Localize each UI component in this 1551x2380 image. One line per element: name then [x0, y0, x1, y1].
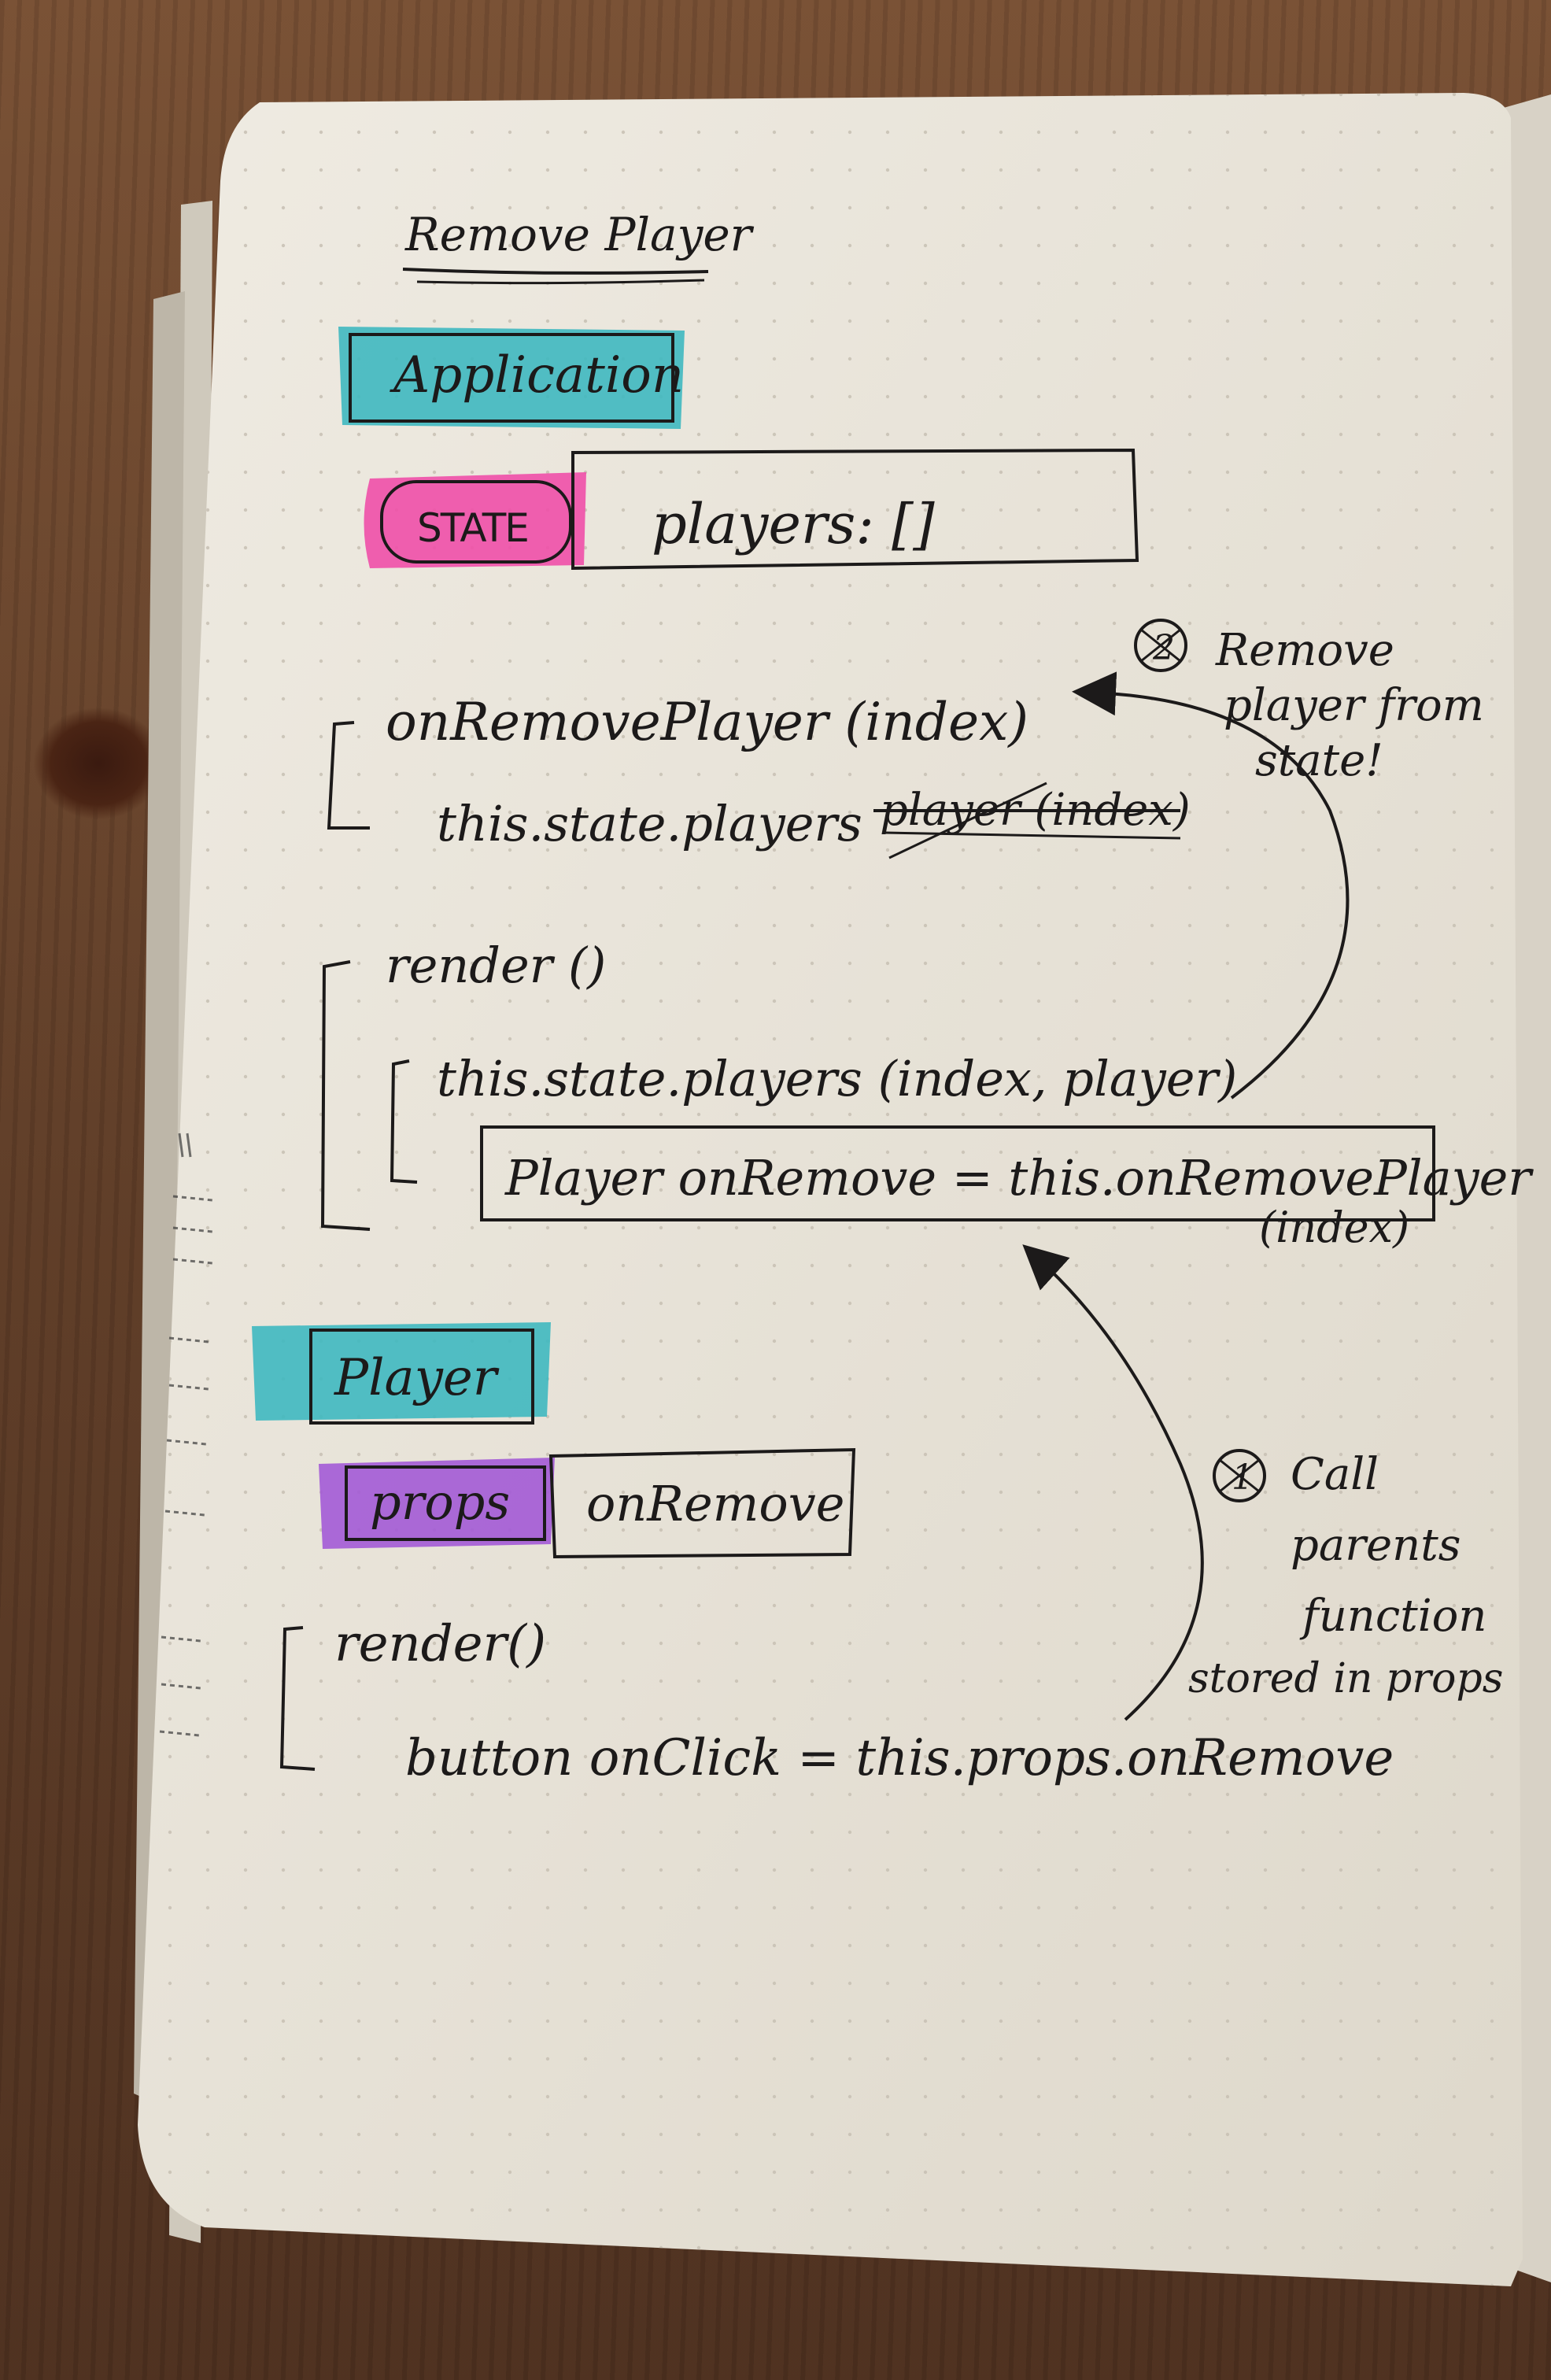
remove-method-signature: onRemovePlayer (index) [386, 692, 1028, 752]
player-element: Player onRemove = this.onRemovePlayer [504, 1149, 1534, 1207]
app-render-block: render () this.state.players (index, pla… [320, 937, 1534, 1252]
step2-annotation: 2 Remove player from state! [1072, 619, 1484, 1099]
player-button-code: button onClick = this.props.onRemove [405, 1729, 1394, 1787]
binding-marks [159, 1133, 213, 1737]
notebook-page [138, 93, 1523, 2286]
step2-line1: Remove [1215, 625, 1394, 676]
app-render-loop: this.state.players (index, player) [437, 1050, 1237, 1107]
player-render-block: render() button onClick = this.props.onR… [279, 1615, 1394, 1787]
player-element-suffix: (index) [1259, 1203, 1409, 1252]
step2-line3: state! [1255, 735, 1383, 786]
step1-line1: Call [1291, 1449, 1379, 1500]
state-row: STATE players: [] [364, 448, 1139, 571]
props-value: onRemove [586, 1475, 844, 1532]
props-badge: props [370, 1473, 510, 1531]
player-label: Player [252, 1322, 551, 1425]
page-title-group: Remove Player [402, 208, 755, 285]
step1-marker: 1 [1232, 1458, 1254, 1498]
player-label-text: Player [334, 1349, 500, 1407]
step1-line4: stored in props [1188, 1655, 1503, 1702]
props-row: props onRemove [319, 1447, 856, 1559]
step2-marker: 2 [1152, 628, 1175, 668]
player-render-signature: render() [334, 1615, 546, 1673]
step1-line2: parents [1291, 1520, 1461, 1571]
remove-method-block: onRemovePlayer (index) this.state.player… [327, 692, 1191, 859]
state-value: players: [] [652, 492, 935, 556]
step1-line3: function [1299, 1591, 1486, 1642]
step1-annotation: 1 Call parents function stored in props [1022, 1244, 1503, 1721]
step2-line2: player from [1224, 680, 1484, 731]
state-badge: STATE [417, 505, 528, 551]
application-label: Application [338, 327, 685, 429]
app-render-signature: render () [386, 937, 606, 994]
application-label-text: Application [390, 346, 684, 405]
arrow-to-player-element [1022, 1244, 1204, 1721]
page-title: Remove Player [404, 208, 755, 261]
arrow-to-remove-method [1072, 671, 1350, 1099]
remove-method-body: this.state.players [437, 795, 862, 852]
